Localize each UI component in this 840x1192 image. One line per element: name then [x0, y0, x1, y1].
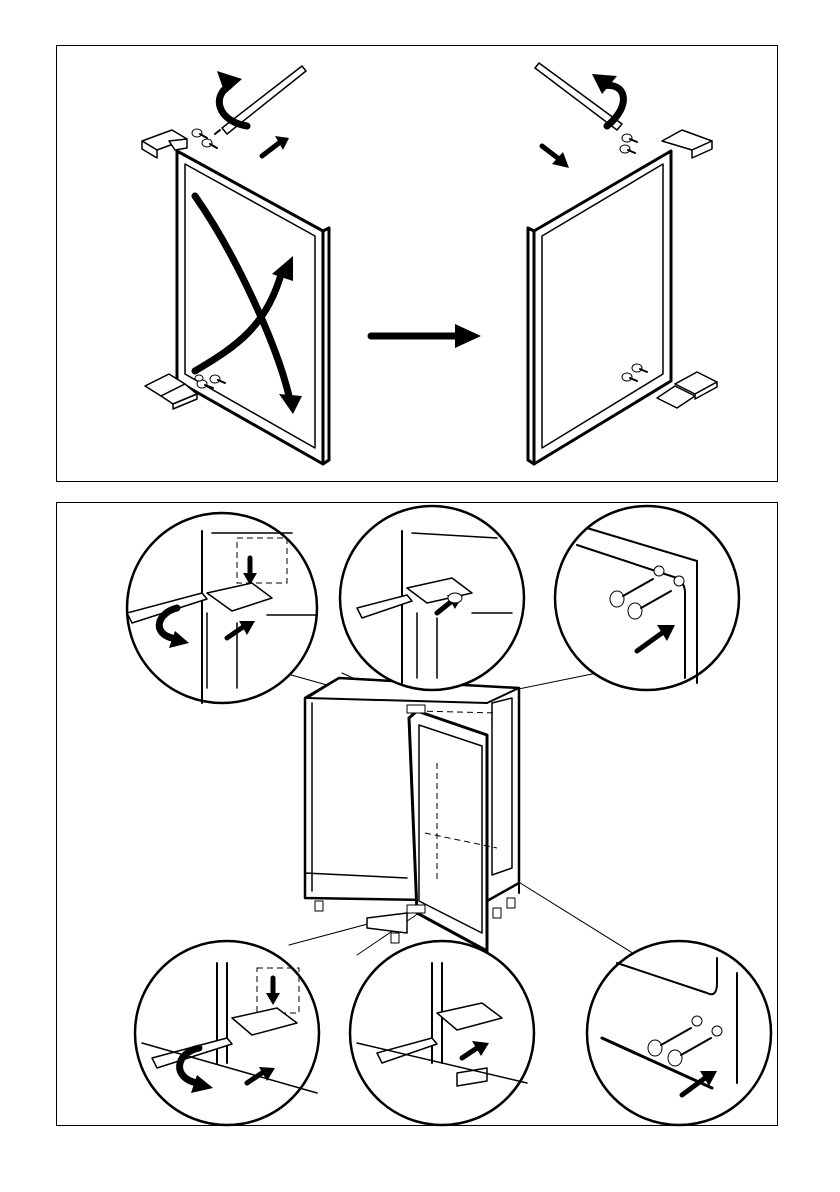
detail-bottom-hinge-fixing: [135, 941, 319, 1125]
detail-top-screws: [555, 506, 739, 690]
right-door: [528, 151, 671, 464]
direction-arrow-icon: [542, 146, 569, 168]
cabinet: [305, 678, 519, 951]
door-reversal-illustration: [57, 46, 779, 483]
direction-arrow-icon: [262, 136, 289, 156]
screw-icon: [192, 129, 217, 148]
cabinet-installation-illustration: [57, 503, 779, 1127]
direction-arrow-icon: [371, 324, 481, 348]
detail-top-hinge-fixing: [127, 513, 317, 703]
cabinet-installation-panel: [56, 502, 778, 1126]
detail-bottom-hinge-seated: [350, 941, 534, 1125]
screw-icon: [620, 134, 637, 153]
detail-bottom-screws: [587, 941, 771, 1125]
detail-top-hinge-seated: [340, 506, 524, 690]
door-reversal-panel: [56, 45, 778, 482]
